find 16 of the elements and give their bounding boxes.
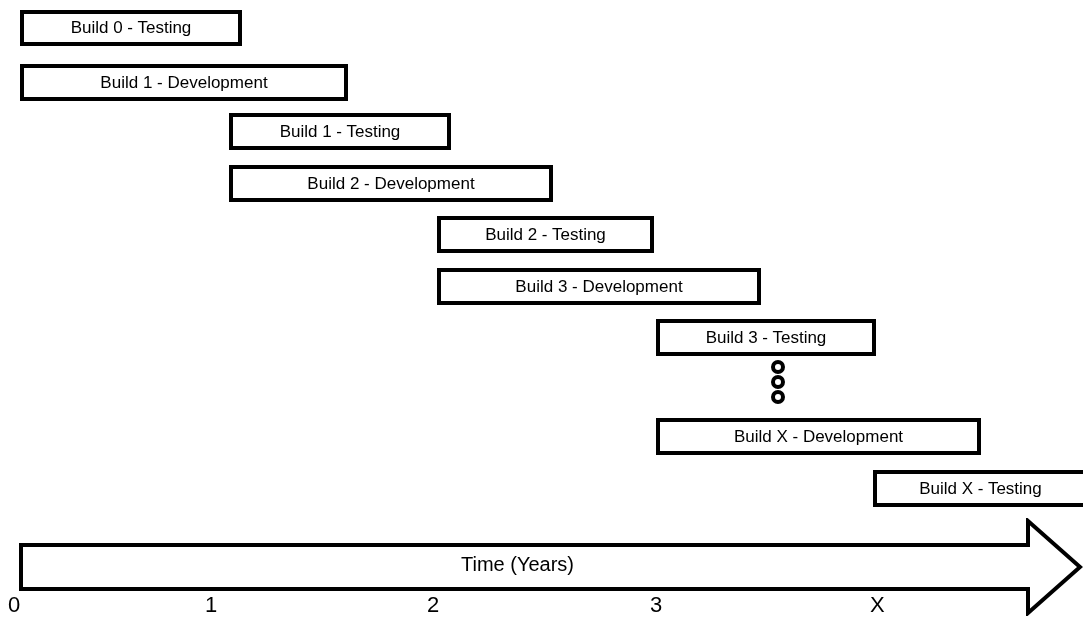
axis-title: Time (Years) xyxy=(461,553,574,576)
time-arrow xyxy=(18,518,1083,616)
task-bar: Build 3 - Development xyxy=(437,268,761,305)
task-bar: Build 2 - Testing xyxy=(437,216,654,253)
task-bar: Build X - Testing xyxy=(873,470,1083,507)
axis-tick-label: X xyxy=(870,592,885,618)
axis-tick-label: 0 xyxy=(8,592,21,618)
task-bar: Build 1 - Testing xyxy=(229,113,451,150)
task-bar: Build 0 - Testing xyxy=(20,10,242,46)
task-bar: Build 2 - Development xyxy=(229,165,553,202)
task-bar: Build X - Development xyxy=(656,418,981,455)
axis-tick-label: 3 xyxy=(650,592,663,618)
task-bar: Build 3 - Testing xyxy=(656,319,876,356)
axis-tick-label: 1 xyxy=(205,592,218,618)
task-bar: Build 1 - Development xyxy=(20,64,348,101)
axis-tick-label: 2 xyxy=(427,592,440,618)
